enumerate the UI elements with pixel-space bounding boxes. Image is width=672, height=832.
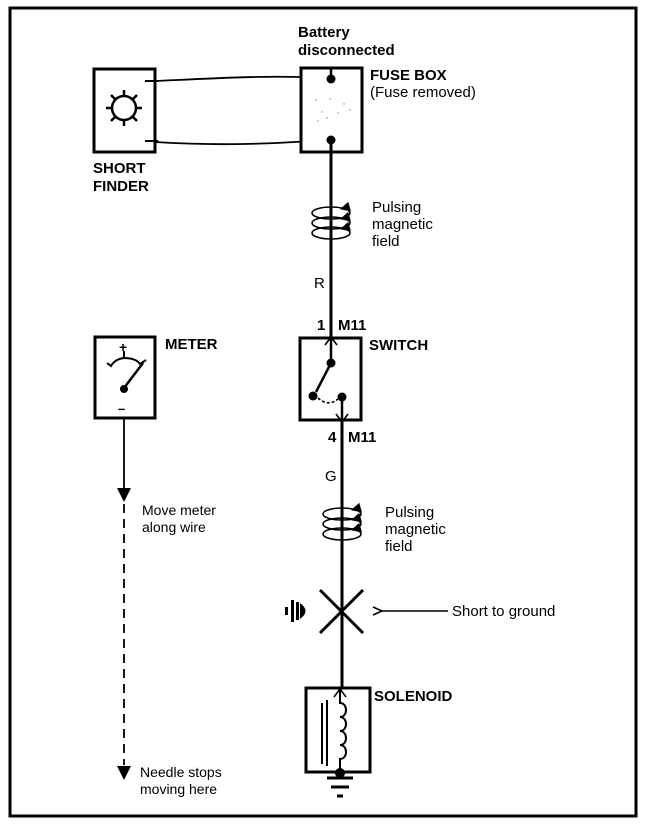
short-finder: SHORT FINDER — [92, 67, 158, 195]
meter-minus-sign: – — [118, 401, 125, 416]
pulse-lower-label-line3: field — [385, 538, 413, 555]
switch-lever — [314, 362, 333, 393]
lamp-sun-icon — [106, 90, 142, 126]
battery-note-line1: Battery — [298, 24, 350, 41]
meter-end-arrowhead — [117, 766, 131, 780]
fuse-terminal-top — [326, 74, 336, 84]
meter-start-arrowhead — [117, 488, 131, 502]
battery-note-line2: disconnected — [298, 42, 395, 59]
solenoid-label: SOLENOID — [374, 688, 453, 705]
wire-green-color-code: G — [325, 468, 337, 485]
meter-needle — [123, 362, 144, 389]
solenoid: SOLENOID — [304, 686, 453, 774]
short-to-ground-marker — [318, 588, 365, 635]
switch-pin-bottom: 4 — [328, 429, 337, 446]
short-finder-box — [92, 67, 157, 154]
needle-stops-note-line1: Needle stops — [140, 764, 222, 780]
switch: SWITCH — [298, 335, 428, 424]
meter-box — [93, 335, 157, 420]
wire-red-color-code: R — [314, 275, 325, 292]
pulse-coil-upper — [311, 201, 352, 240]
meter-scale — [106, 356, 147, 368]
switch-label: SWITCH — [369, 337, 428, 354]
meter: + – METER — [93, 335, 218, 420]
pulse-coil-lower — [322, 502, 363, 541]
short-finder-label-line1: SHORT — [93, 160, 146, 177]
meter-label: METER — [165, 336, 218, 353]
ground-symbol-icon — [327, 768, 353, 798]
pulse-lower-label-line2: magnetic — [385, 521, 446, 538]
fuse-box-sublabel: (Fuse removed) — [370, 84, 476, 101]
switch-connector-bottom: M11 — [348, 429, 376, 446]
needle-stops-note-line2: moving here — [140, 781, 217, 797]
pulse-upper-label-line1: Pulsing — [372, 199, 421, 216]
pulse-upper-label-line3: field — [372, 233, 400, 250]
solenoid-box — [304, 686, 372, 774]
switch-pin-top: 1 — [317, 317, 325, 334]
short-finder-label-line2: FINDER — [93, 178, 149, 195]
pulse-lower-label-line1: Pulsing — [385, 504, 434, 521]
move-meter-note-line1: Move meter — [142, 502, 216, 518]
pulse-upper-label-line2: magnetic — [372, 216, 433, 233]
short-to-ground-label: Short to ground — [452, 603, 555, 620]
fuse-box: FUSE BOX (Fuse removed) — [299, 66, 476, 154]
meter-plus-sign: + — [119, 339, 127, 355]
outer-frame — [8, 6, 638, 818]
chassis-ground-icon — [285, 600, 306, 622]
move-meter-note-line2: along wire — [142, 519, 206, 535]
fuse-box-label: FUSE BOX — [370, 67, 447, 84]
solenoid-coil — [339, 689, 347, 772]
switch-connector-top: M11 — [338, 317, 366, 334]
